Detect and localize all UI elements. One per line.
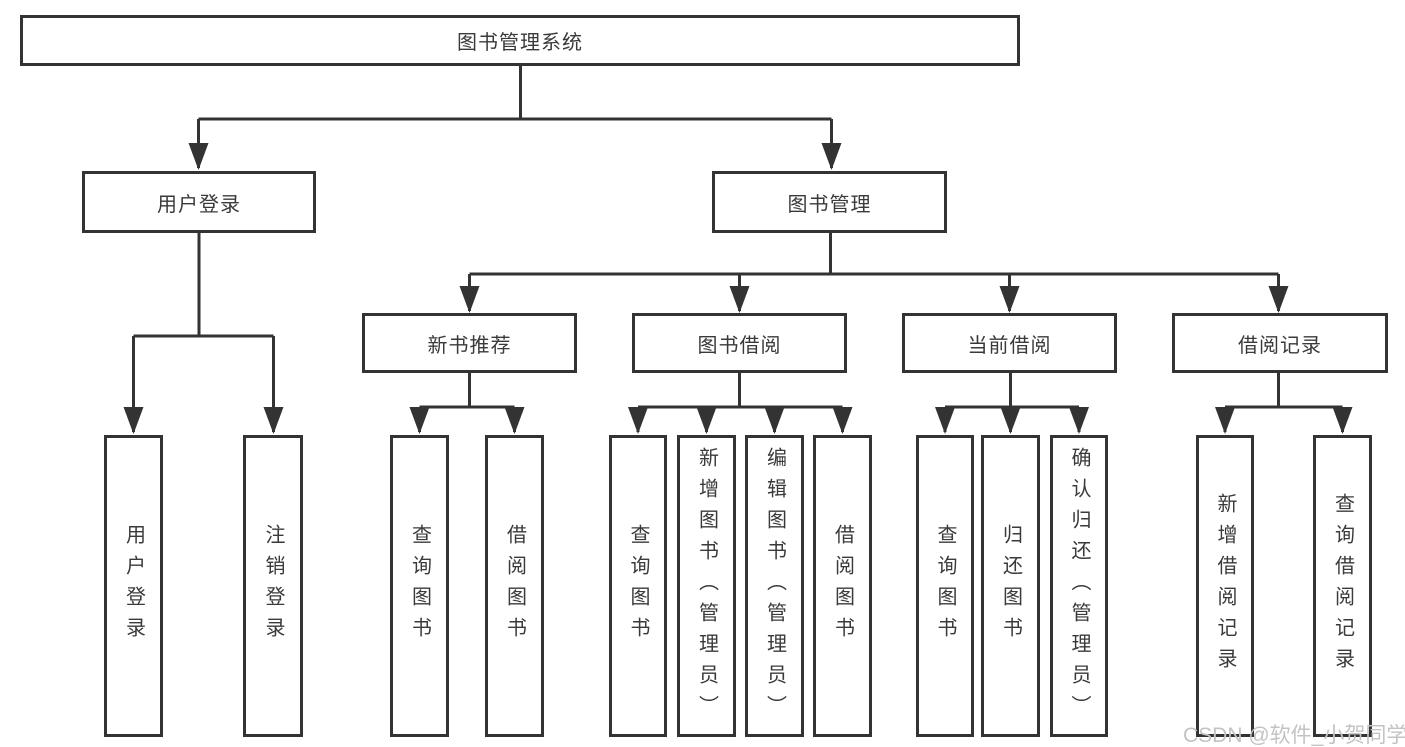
leaf-borrow-book-under-borrow: 借阅图书 — [813, 435, 872, 737]
leaf-query-book-under-current-label: 查询图书 — [934, 524, 956, 648]
leaf-user-login-label: 用户登录 — [122, 524, 145, 648]
node-book-borrow: 图书借阅 — [632, 313, 847, 373]
leaf-query-book-under-recommend: 查询图书 — [390, 435, 449, 737]
node-root-label: 图书管理系统 — [457, 32, 583, 54]
leaf-borrow-book-under-recommend: 借阅图书 — [485, 435, 544, 737]
node-current-borrow: 当前借阅 — [902, 313, 1117, 373]
leaf-add-borrow-record: 新增借阅记录 — [1196, 435, 1254, 737]
leaf-query-borrow-record-label: 查询借阅记录 — [1331, 493, 1354, 679]
leaf-edit-book-admin-label: 编辑图书（管理员） — [763, 446, 786, 726]
node-user-login-label: 用户登录 — [157, 193, 241, 216]
node-current-borrow-label: 当前借阅 — [967, 334, 1052, 357]
leaf-query-book-under-recommend-label: 查询图书 — [408, 524, 431, 648]
node-borrow-records: 借阅记录 — [1172, 313, 1388, 373]
node-book-borrow-label: 图书借阅 — [697, 334, 782, 357]
leaf-edit-book-admin: 编辑图书（管理员） — [745, 435, 804, 737]
leaf-return-book: 归还图书 — [981, 435, 1040, 737]
leaf-confirm-return-admin-label: 确认归还（管理员） — [1068, 446, 1090, 726]
leaf-logout-label: 注销登录 — [262, 524, 284, 648]
node-book-management-label: 图书管理 — [787, 193, 872, 216]
leaf-user-login: 用户登录 — [104, 435, 163, 737]
watermark: CSDN @软件_小贺同学 — [1183, 724, 1405, 747]
node-borrow-records-label: 借阅记录 — [1238, 334, 1322, 357]
leaf-return-book-label: 归还图书 — [999, 524, 1022, 648]
leaf-add-book-admin: 新增图书（管理员） — [677, 435, 736, 737]
node-new-book-recommend-label: 新书推荐 — [427, 334, 512, 357]
leaf-borrow-book-under-borrow-label: 借阅图书 — [831, 524, 854, 648]
leaf-borrow-book-under-recommend-label: 借阅图书 — [503, 524, 526, 648]
leaf-query-book-under-current: 查询图书 — [916, 435, 974, 737]
leaf-add-book-admin-label: 新增图书（管理员） — [695, 446, 718, 726]
node-new-book-recommend: 新书推荐 — [362, 313, 577, 373]
node-user-login: 用户登录 — [82, 171, 316, 233]
leaf-logout: 注销登录 — [243, 435, 303, 737]
leaf-add-borrow-record-label: 新增借阅记录 — [1214, 493, 1236, 679]
leaf-query-book-under-borrow-label: 查询图书 — [627, 524, 649, 648]
leaf-query-borrow-record: 查询借阅记录 — [1313, 435, 1372, 737]
leaf-query-book-under-borrow: 查询图书 — [609, 435, 667, 737]
leaf-confirm-return-admin: 确认归还（管理员） — [1050, 435, 1108, 737]
node-book-management: 图书管理 — [712, 171, 947, 233]
node-root: 图书管理系统 — [20, 15, 1020, 66]
